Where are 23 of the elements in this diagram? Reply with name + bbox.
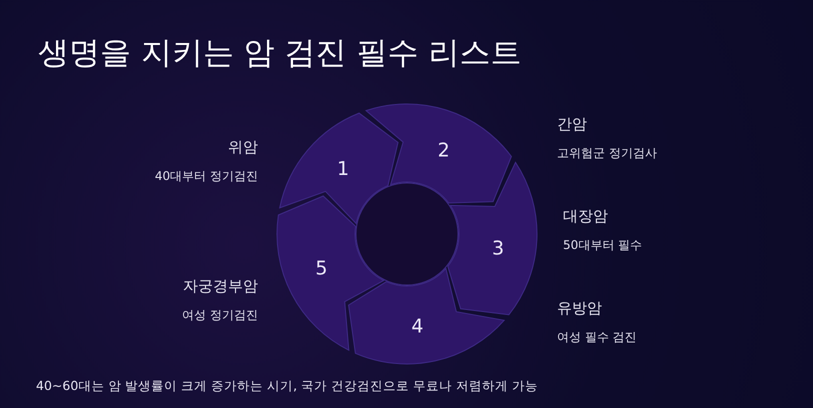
step-number: 1 <box>337 158 350 180</box>
cancer-name: 자궁경부암 <box>183 277 258 296</box>
ring-segment <box>276 196 384 351</box>
title: 생명을 지키는 암 검진 필수 리스트 <box>38 34 522 73</box>
screening-note: 여성 필수 검진 <box>557 329 637 346</box>
cancer-name: 위암 <box>228 138 258 157</box>
ring-segment <box>279 112 398 224</box>
step-number: 2 <box>438 140 450 162</box>
ring-segment <box>348 268 505 364</box>
step-number: 3 <box>492 238 504 260</box>
screening-note: 고위험군 정기검사 <box>557 145 657 162</box>
cancer-name: 간암 <box>557 115 587 134</box>
ring-segment <box>447 162 538 316</box>
ring-segment <box>366 104 512 204</box>
caption: 40~60대는 암 발생률이 크게 증가하는 시기, 국가 건강검진으로 무료나 저렴하게 가능 <box>36 378 538 395</box>
cancer-name: 유방암 <box>557 299 602 318</box>
screening-note: 40대부터 정기검진 <box>154 168 258 185</box>
step-number: 4 <box>411 315 424 338</box>
screening-note: 50대부터 필수 <box>563 237 642 254</box>
screening-note: 여성 정기검진 <box>182 307 258 324</box>
step-number: 5 <box>315 258 328 280</box>
center-circle <box>356 182 458 286</box>
cancer-name: 대장암 <box>563 207 608 226</box>
